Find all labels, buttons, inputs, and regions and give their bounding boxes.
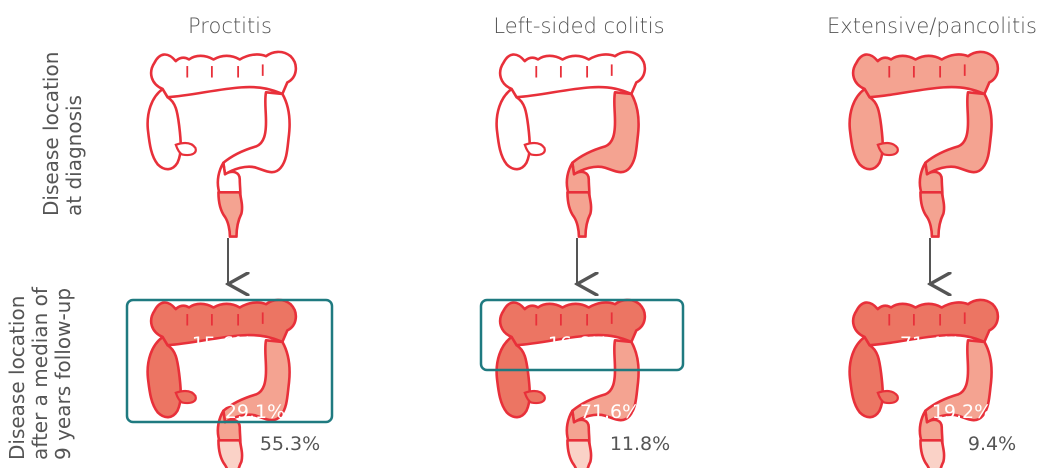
label-extensive-middle: 19.2%: [932, 401, 992, 423]
follow-up-colon-1-ascending-segment: [148, 337, 181, 417]
label-left-sided-inner: 16.6%: [548, 333, 608, 355]
diagnosis-colon-3-rectum-segment: [920, 192, 944, 236]
label-extensive-outer: 9.4%: [968, 433, 1016, 455]
diagnosis-colon-1-rectum-segment: [218, 192, 242, 236]
label-left-sided-middle: 71.6%: [580, 401, 640, 423]
label-proctitis-outer: 55.3%: [260, 433, 320, 455]
diagnosis-colon-3-ascending-segment: [850, 89, 883, 169]
follow-up-colon-2-ascending-segment: [497, 337, 530, 417]
diagnosis-colon-1-transverse-segment: [151, 52, 296, 97]
diagnosis-colon-1: [148, 52, 296, 237]
label-left-sided-outer: 11.8%: [610, 433, 670, 455]
diagnosis-colon-3: [850, 52, 998, 237]
diagnosis-colon-2-ascending-segment: [497, 89, 530, 169]
diagnosis-colon-2-descending-segment: [572, 92, 638, 174]
label-proctitis-middle: 29.1%: [225, 401, 285, 423]
diagnosis-colon-3-transverse-segment: [853, 52, 998, 97]
diagnosis-colon-3-descending-segment: [925, 92, 991, 174]
follow-up-colon-3-ascending-segment: [850, 337, 883, 417]
label-extensive-inner: 71.4%: [900, 333, 960, 355]
follow-up-colon-2-rectum-segment: [567, 440, 591, 468]
diagnosis-colon-2: [497, 52, 645, 237]
diagnosis-colon-2-transverse-segment: [500, 52, 645, 97]
diagnosis-colon-1-descending-segment: [223, 92, 289, 174]
diagnosis-colon-1-ascending-segment: [148, 89, 181, 169]
follow-up-colon-3-rectum-segment: [920, 440, 944, 468]
follow-up-colon-1-rectum-segment: [218, 440, 242, 468]
diagnosis-colon-2-rectum-segment: [567, 192, 591, 236]
label-proctitis-inner: 15.6%: [192, 333, 252, 355]
